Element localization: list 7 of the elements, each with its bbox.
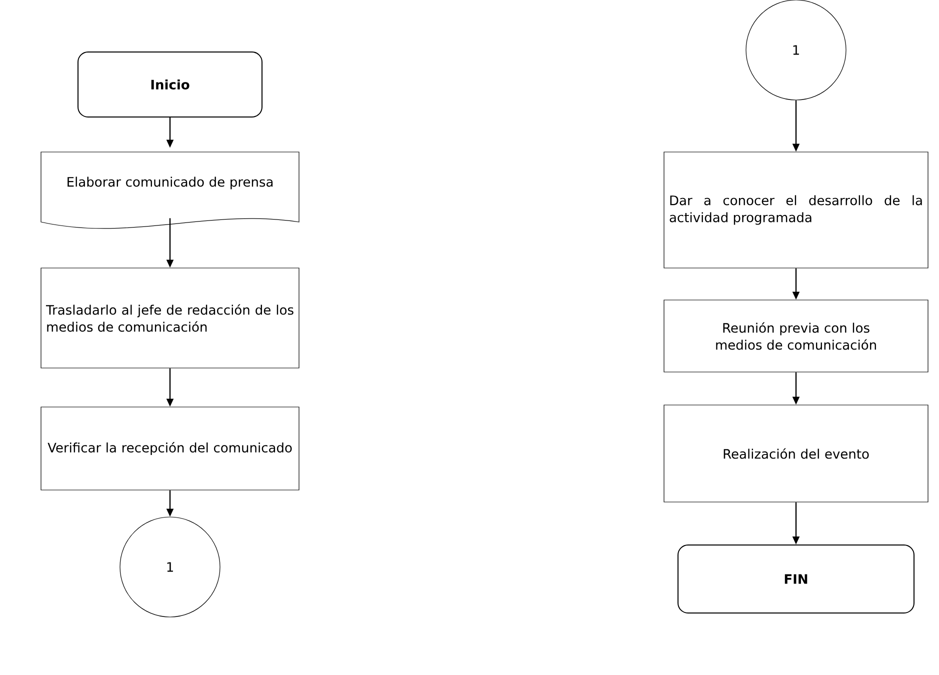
process-box: Dar a conocer el desarrollo de la actividad programada — [664, 152, 928, 268]
terminal-box: Inicio — [78, 52, 262, 118]
process-box: Realización del evento — [664, 404, 928, 502]
process-box: Verificar la recepción del comunicado — [40, 406, 300, 490]
process-box: Trasladarlo al jefe de redacción de los medios de comunicación — [40, 268, 300, 368]
process-box: Reunión previa con los medios de comunicación — [664, 300, 928, 372]
terminal-box: FIN — [678, 544, 914, 614]
